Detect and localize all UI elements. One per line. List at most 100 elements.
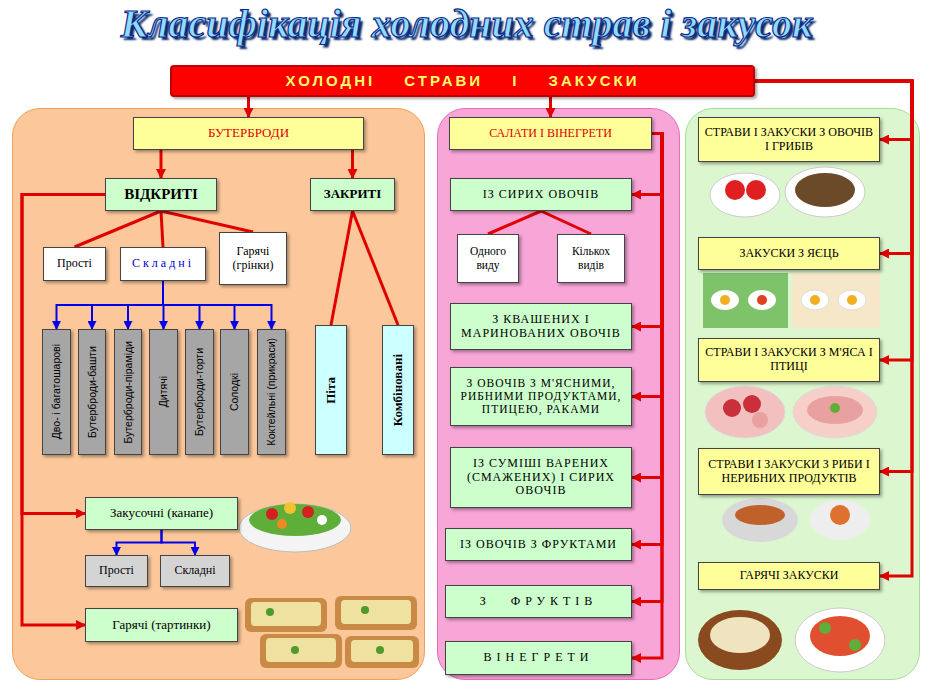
herb bbox=[376, 646, 384, 654]
yolk bbox=[847, 295, 857, 305]
herb bbox=[361, 606, 369, 614]
node-label: Складні bbox=[132, 257, 194, 271]
plate bbox=[793, 386, 877, 438]
subtype-box: Закусочні (канапе) bbox=[85, 497, 238, 530]
red-connector bbox=[549, 97, 552, 117]
blue-arrow bbox=[57, 281, 164, 329]
node-label: Солодкі bbox=[228, 373, 240, 411]
subtype-box: Прості bbox=[43, 247, 106, 281]
salad-box: ІЗ СИРИХ ОВОЧІВ bbox=[450, 178, 632, 211]
hot-snack bbox=[810, 616, 870, 656]
meat-slice bbox=[807, 396, 863, 424]
node-label: З КВАШЕНИХ І МАРИНОВАНИХ ОВОЧІВ bbox=[454, 313, 628, 341]
category-box: САЛАТИ І ВІНЕГРЕТИ bbox=[449, 117, 652, 150]
subtype-box: Кількох видів bbox=[557, 234, 625, 283]
red-connector bbox=[488, 211, 541, 234]
variety-box: Прості bbox=[85, 555, 148, 587]
egg bbox=[748, 290, 776, 310]
node-label: ЗАКРИТІ bbox=[324, 187, 381, 202]
blue-arrow bbox=[163, 281, 272, 329]
fish-photo bbox=[722, 498, 870, 542]
node-label: Гарячі (грінки) bbox=[223, 245, 283, 273]
node-label: Гарячі (тартинки) bbox=[112, 618, 210, 633]
node-label: Складні bbox=[174, 564, 215, 578]
category-box: СТРАВИ І ЗАКУСКИ З ОВОЧІВ І ГРИБІВ bbox=[698, 117, 880, 162]
toast bbox=[260, 634, 342, 668]
plate bbox=[722, 498, 798, 542]
node-label: Дво- і багатошарові bbox=[50, 344, 62, 439]
plate bbox=[705, 386, 785, 438]
red-connector bbox=[632, 134, 662, 478]
hot-snack-photo bbox=[698, 608, 885, 672]
salad-box: ВІНЕГРЕТИ bbox=[445, 641, 632, 675]
red-connector bbox=[160, 150, 163, 178]
tomato bbox=[746, 180, 766, 200]
subtype-box: Складні bbox=[120, 247, 206, 281]
category-box: СТРАВИ І ЗАКУСКИ З М'ЯСА І ПТИЦІ bbox=[698, 338, 880, 382]
toast bbox=[345, 636, 419, 668]
variety-box: Дитячі bbox=[149, 329, 178, 455]
salad-box: ІЗ ОВОЧІВ З ФРУКТАМИ bbox=[445, 528, 632, 561]
variety-box: Складні bbox=[160, 555, 230, 587]
red-connector bbox=[247, 97, 250, 117]
blue-arrow bbox=[128, 281, 163, 329]
toast bbox=[245, 598, 327, 632]
node-label: ХОЛОДНІ СТРАВИ І ЗАКУСКИ bbox=[286, 72, 640, 89]
seafood bbox=[830, 505, 850, 525]
plate bbox=[710, 173, 780, 217]
egg bbox=[838, 290, 866, 310]
egg bbox=[801, 290, 829, 310]
red-connector bbox=[22, 195, 105, 514]
variety-box: Комбіновані bbox=[382, 325, 414, 455]
node-label: Прості bbox=[99, 564, 134, 578]
node-label: СТРАВИ І ЗАКУСКИ З РИБИ І НЕРИБНИХ ПРОДУ… bbox=[702, 458, 876, 486]
node-label: Коктейльні (прикраси) bbox=[265, 338, 277, 445]
category-box: ЗАКУСКИ З ЯЄЦЬ bbox=[698, 237, 880, 270]
node-label: БУТЕРБРОДИ bbox=[208, 126, 289, 141]
meat-photo bbox=[705, 386, 877, 438]
red-connector bbox=[353, 211, 399, 325]
tomato bbox=[725, 180, 745, 200]
salad-box: ІЗ СУМІШІ ВАРЕНИХ (СМАЖЕНИХ) І СИРИХ ОВО… bbox=[450, 447, 632, 508]
node-label: ІЗ СИРИХ ОВОЧІВ bbox=[483, 188, 600, 202]
variety-box: Бутерброди-піраміди bbox=[114, 329, 142, 455]
canape bbox=[284, 502, 296, 514]
meat-slice bbox=[752, 412, 768, 428]
salad-box: З КВАШЕНИХ І МАРИНОВАНИХ ОВОЧІВ bbox=[450, 303, 632, 350]
header-bar: ХОЛОДНІ СТРАВИ І ЗАКУСКИ bbox=[170, 65, 755, 97]
blue-arrow bbox=[117, 530, 162, 555]
julienne bbox=[710, 617, 770, 653]
toast bbox=[335, 596, 417, 630]
red-connector bbox=[632, 134, 662, 659]
yolk bbox=[720, 295, 730, 305]
red-connector bbox=[632, 134, 662, 545]
egg bbox=[711, 290, 739, 310]
canape-plate bbox=[239, 502, 351, 552]
node-label: Кількох видів bbox=[561, 245, 621, 271]
node-label: ЗАКУСКИ З ЯЄЦЬ bbox=[739, 247, 838, 261]
herb bbox=[849, 639, 861, 651]
yolk bbox=[757, 295, 767, 305]
diagram-title: Класифікація холодних страв і закусок bbox=[0, 0, 933, 48]
herb bbox=[266, 608, 274, 616]
node-label: Бутерброди-торти bbox=[193, 348, 205, 436]
variety-box: Бутерброди-башти bbox=[78, 329, 106, 455]
photo-bg bbox=[792, 273, 880, 328]
herb bbox=[819, 622, 831, 634]
tartine-photo bbox=[245, 596, 419, 668]
salad-box: З ОВОЧІВ З М'ЯСНИМИ, РИБНИМИ ПРОДУКТАМИ,… bbox=[450, 367, 632, 426]
red-connector bbox=[351, 150, 354, 178]
category-box: БУТЕРБРОДИ bbox=[133, 117, 364, 150]
category-box: ГАРЯЧІ ЗАКУСКИ bbox=[698, 562, 880, 590]
variety-box: Солодкі bbox=[220, 329, 249, 455]
blue-arrow bbox=[162, 530, 196, 555]
type-box: ВІДКРИТІ bbox=[105, 178, 217, 211]
node-label: САЛАТИ І ВІНЕГРЕТИ bbox=[489, 127, 612, 141]
canape bbox=[266, 508, 278, 520]
subtype-box: Гарячі (тартинки) bbox=[85, 608, 238, 642]
node-label: Прості bbox=[57, 257, 92, 271]
node-label: Бутерброди-башти bbox=[86, 346, 98, 438]
herb bbox=[830, 403, 840, 413]
meat-slice bbox=[723, 399, 741, 417]
